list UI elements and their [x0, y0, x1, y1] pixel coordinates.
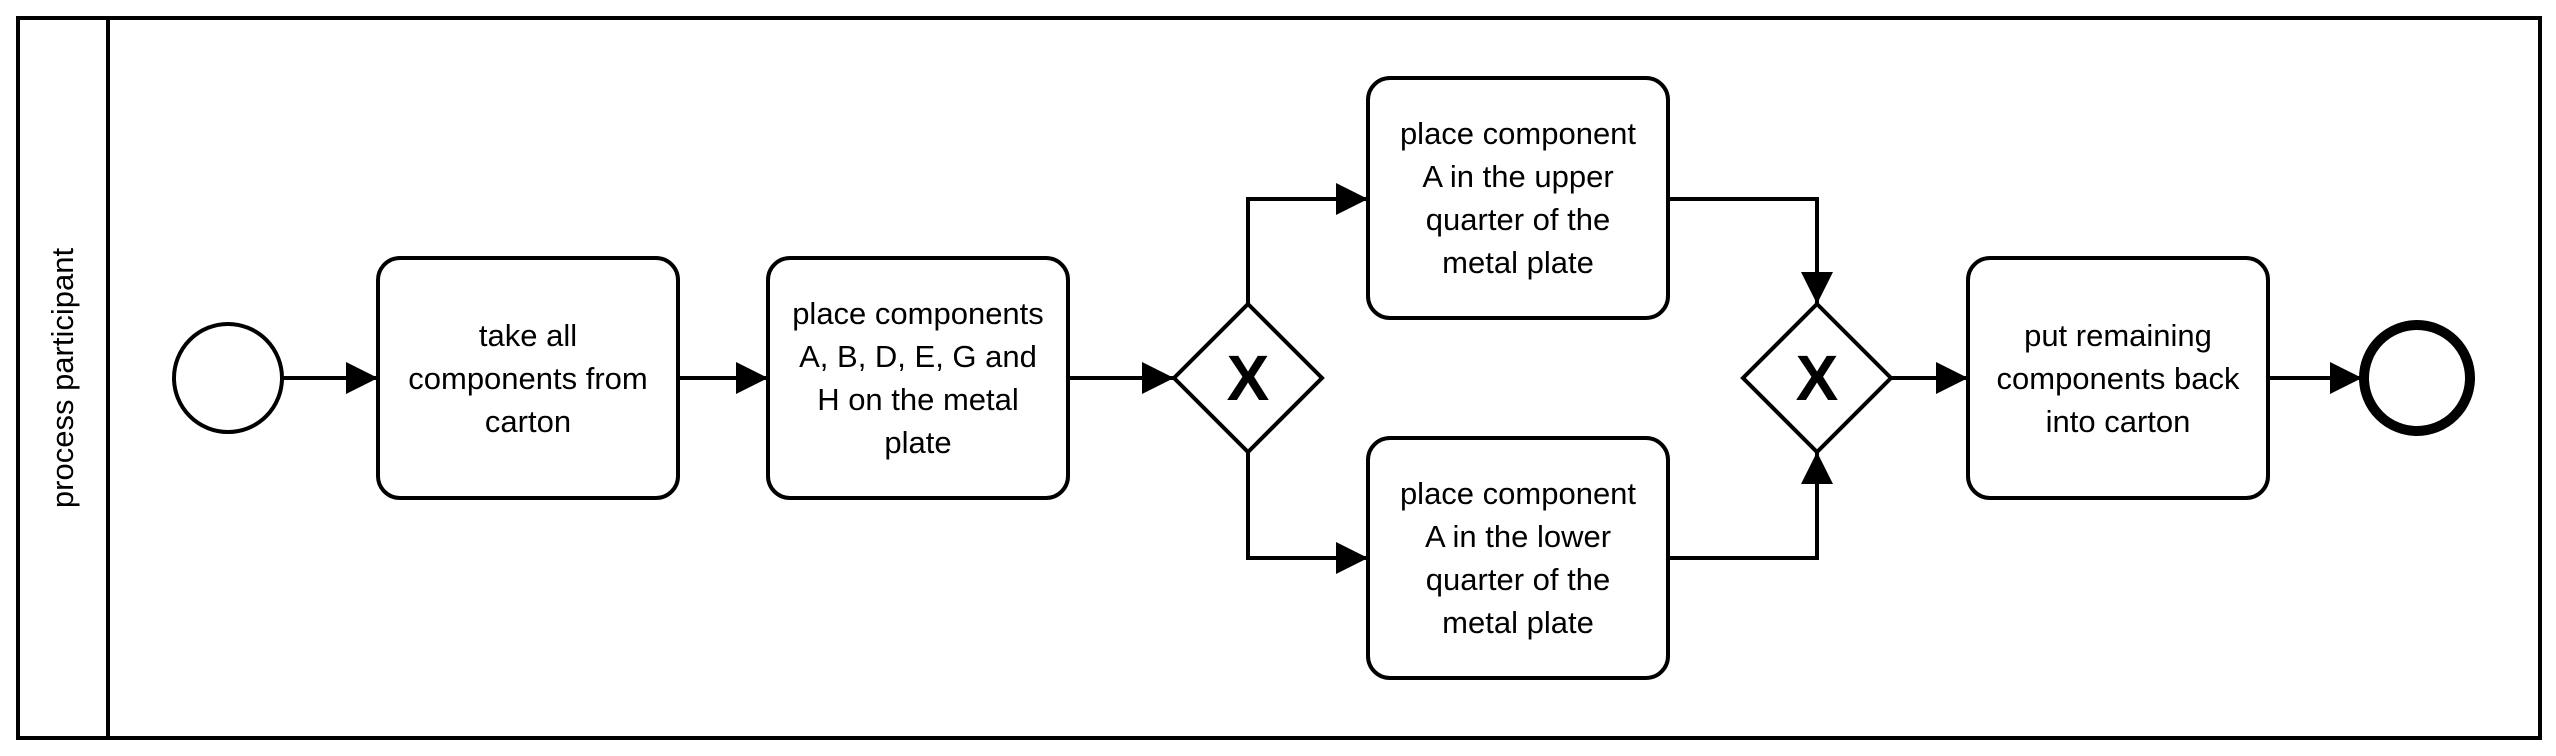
- pool-label-area: process participant: [18, 18, 108, 738]
- split-gateway-marker: X: [1227, 342, 1270, 414]
- task-place-a-lower[interactable]: [1366, 436, 1670, 680]
- exclusive-join-gateway[interactable]: [1740, 301, 1894, 455]
- task-label-place-components: place components A, B, D, E, G and H on …: [792, 296, 1044, 460]
- task-put-remaining-back[interactable]: [1966, 256, 2270, 500]
- pool-label: process participant: [45, 247, 80, 509]
- task-label-take-all-components: take all components from carton: [408, 317, 648, 439]
- flow-upper-to-join[interactable]: [1668, 197, 1833, 304]
- task-take-all-components[interactable]: [376, 256, 680, 500]
- task-label-put-remaining-back: put remaining components back into carto…: [1996, 317, 2240, 439]
- flow-lower-to-join[interactable]: [1668, 452, 1833, 560]
- task-place-a-upper[interactable]: [1366, 76, 1670, 320]
- task-label-place-a-upper: place component A in the upper quarter o…: [1399, 116, 1637, 280]
- task-place-components[interactable]: [766, 256, 1070, 500]
- start-event[interactable]: [172, 322, 284, 434]
- end-event[interactable]: [2359, 320, 2475, 436]
- task-label-place-a-lower: place component A in the lower quarter o…: [1399, 476, 1637, 640]
- join-gateway-marker: X: [1796, 342, 1839, 414]
- flow-split-to-lower[interactable]: [1246, 452, 1368, 574]
- flow-split-to-upper[interactable]: [1246, 183, 1368, 304]
- exclusive-split-gateway[interactable]: [1171, 301, 1325, 455]
